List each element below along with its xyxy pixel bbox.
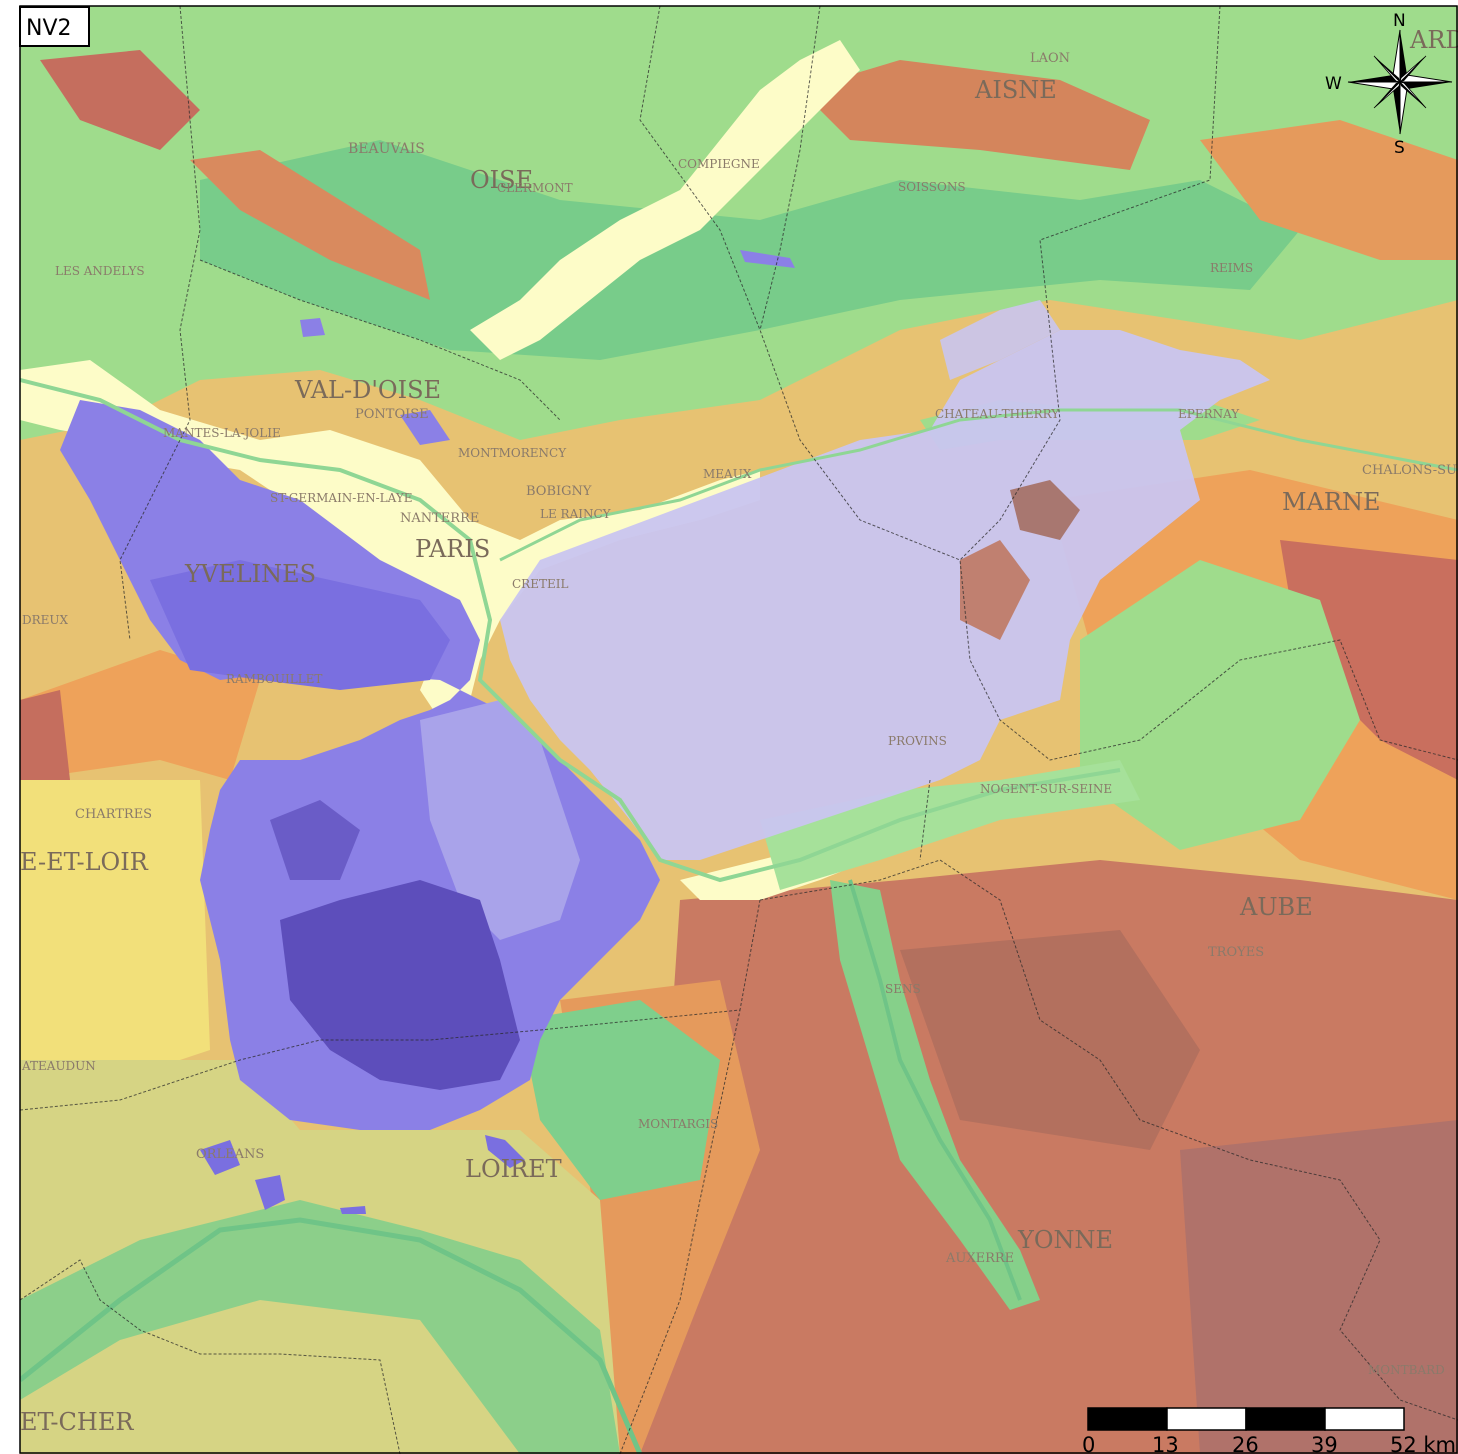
label-yonne: YONNE xyxy=(1017,1226,1113,1254)
compass-s: S xyxy=(1394,138,1405,158)
overlay-orleans-patch xyxy=(200,1140,240,1175)
label-mantes: MANTES-LA-JOLIE xyxy=(163,426,281,440)
terrain-ne-ridge xyxy=(1200,120,1458,260)
overlay-dark-beauce-2 xyxy=(270,800,360,880)
department-boundaries xyxy=(20,6,1458,1454)
label-epernay: EPERNAY xyxy=(1178,407,1240,421)
marne-river xyxy=(499,408,1458,562)
overlay-mid-yvelines xyxy=(150,560,450,690)
label-marne: MARNE xyxy=(1282,488,1381,516)
terrain-north-ridge xyxy=(190,150,430,300)
label-sens: SENS xyxy=(885,982,921,996)
label-eure-et-loir: E-ET-LOIR xyxy=(20,848,149,876)
label-montmorency: MONTMORENCY xyxy=(458,446,567,460)
yonne-river xyxy=(848,879,1022,1301)
terrain-west-red xyxy=(20,690,70,800)
label-pontoise: PONTOISE xyxy=(355,407,429,422)
label-chalons: CHALONS-SU xyxy=(1362,463,1457,478)
overlay-north-patch-2 xyxy=(300,318,325,337)
label-meaux: MEAUX xyxy=(703,467,752,481)
scale-tick-1: 13 xyxy=(1152,1433,1179,1454)
label-ardennes: ARD xyxy=(1409,26,1458,54)
overlay-light-east xyxy=(500,330,1270,860)
overlay-light-central xyxy=(420,700,580,940)
label-chartres: CHARTRES xyxy=(75,807,152,822)
label-yvelines: YVELINES xyxy=(184,560,316,588)
label-montargis: MONTARGIS xyxy=(638,1117,718,1131)
terrain-east-red xyxy=(1280,540,1458,780)
label-dreux: DREUX xyxy=(22,613,69,627)
scale-tick-4: 52 km xyxy=(1390,1433,1456,1454)
label-paris: PARIS xyxy=(415,535,490,563)
terrain-west-orange xyxy=(20,650,260,780)
place-labels: LAON AISNE BEAUVAIS OISE CLERMONT COMPIE… xyxy=(20,26,1458,1436)
terrain-north-green-dark xyxy=(200,140,1300,360)
seine-east-green xyxy=(760,760,1140,890)
label-nogent: NOGENT-SUR-SEINE xyxy=(980,782,1112,796)
overlay-brown-patch-2 xyxy=(960,540,1030,640)
loire-river xyxy=(20,1217,643,1454)
label-chateaudun: ATEAUDUN xyxy=(21,1059,96,1073)
label-aisne: AISNE xyxy=(974,76,1057,104)
panel-label: NV2 xyxy=(26,16,72,41)
label-troyes: TROYES xyxy=(1208,945,1264,960)
label-reims: REIMS xyxy=(1210,261,1253,275)
terrain-marne-green xyxy=(1080,560,1360,850)
oise-valley-lowland xyxy=(470,40,860,360)
map-frame xyxy=(19,5,1458,1454)
label-rambouillet: RAMBOUILLET xyxy=(226,672,322,686)
label-val-doise: VAL-D'OISE xyxy=(294,376,441,404)
scale-tick-2: 26 xyxy=(1232,1433,1259,1454)
label-orleans: ORLEANS xyxy=(196,1147,264,1162)
label-nanterre: NANTERRE xyxy=(400,511,479,526)
overlay-north-patch-3 xyxy=(740,250,795,268)
scale-tick-3: 39 xyxy=(1311,1433,1338,1454)
terrain-morvan xyxy=(1180,1120,1458,1454)
terrain-north-ridge-2 xyxy=(40,50,200,150)
label-le-raincy: LE RAINCY xyxy=(540,507,612,521)
label-chateau-thierry: CHATEAU-THIERRY xyxy=(935,407,1060,421)
label-bobigny: BOBIGNY xyxy=(526,484,592,499)
overlay-dark-beauce xyxy=(280,880,520,1090)
label-soissons: SOISSONS xyxy=(898,180,966,194)
overlay-brown-patch xyxy=(1010,480,1080,540)
overlay-north-patch xyxy=(400,410,450,445)
label-auxerre: AUXERRE xyxy=(945,1251,1014,1266)
overlay-light-north xyxy=(940,300,1060,380)
label-les-andelys: LES ANDELYS xyxy=(55,264,145,278)
panel-label-box: NV2 xyxy=(19,6,90,47)
scale-tick-0: 0 xyxy=(1082,1433,1095,1454)
terrain-south-dark xyxy=(900,930,1200,1150)
label-compiegne: COMPIEGNE xyxy=(678,157,760,171)
overlay-loiret-patch xyxy=(485,1135,525,1168)
label-beauvais: BEAUVAIS xyxy=(348,141,425,157)
north-arrow-icon: N S W xyxy=(1325,11,1453,158)
terrain-aisne-ridge xyxy=(800,60,1150,170)
label-creteil: CRETEIL xyxy=(512,577,568,591)
terrain-montargis-green xyxy=(520,1000,720,1200)
label-provins: PROVINS xyxy=(888,734,947,748)
compass-w: W xyxy=(1325,74,1342,94)
scale-bar: 0 13 26 39 52 km xyxy=(1082,1407,1456,1454)
label-loiret: LOIRET xyxy=(465,1155,562,1183)
label-st-germain: ST-GERMAIN-EN-LAYE xyxy=(270,491,413,505)
overlay-orleans-patch-3 xyxy=(340,1206,366,1214)
label-aube: AUBE xyxy=(1239,893,1313,921)
terrain-west-yellow xyxy=(20,780,210,1080)
label-oise: OISE xyxy=(470,166,533,194)
label-loir-et-cher: ET-CHER xyxy=(20,1408,134,1436)
seine-river xyxy=(20,378,1121,883)
compass-n: N xyxy=(1393,11,1406,31)
label-montbard: MONTBARD xyxy=(1368,1363,1445,1377)
overlay-orleans-patch-2 xyxy=(255,1175,285,1210)
label-clermont: CLERMONT xyxy=(497,181,573,195)
label-laon: LAON xyxy=(1030,51,1070,66)
